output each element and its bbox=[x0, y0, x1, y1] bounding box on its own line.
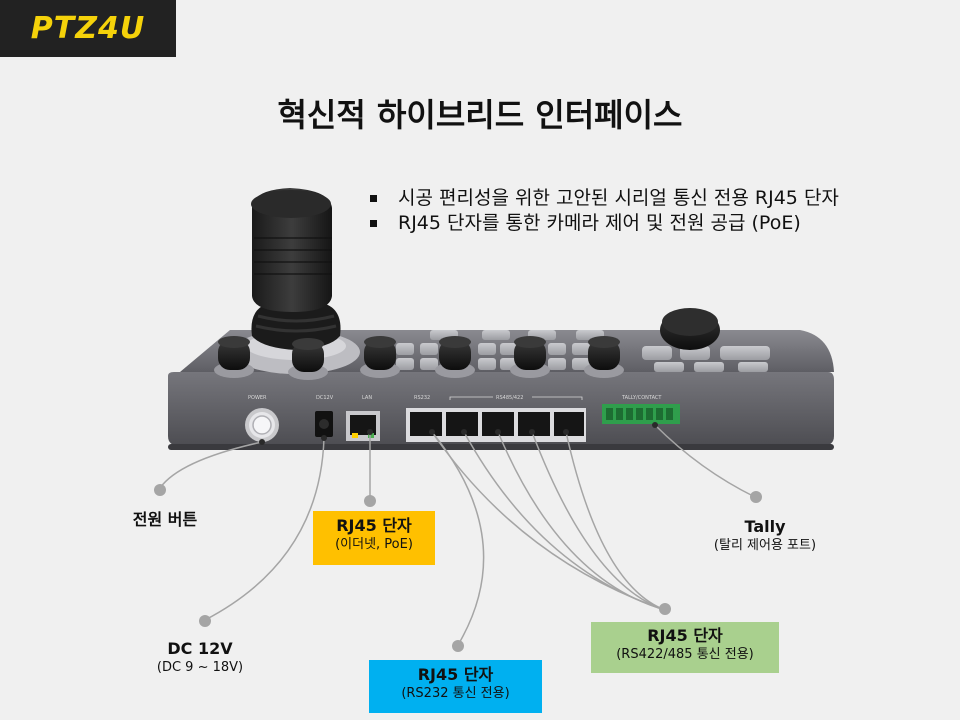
callout-subtitle: (DC 9 ~ 18V) bbox=[156, 660, 244, 675]
rs-port-group bbox=[406, 408, 586, 442]
callout-tally: Tally (탈리 제어용 포트) bbox=[690, 517, 840, 554]
brand-logo: PTZ4U bbox=[0, 0, 176, 57]
callout-rs232-rj45: RJ45 단자 (RS232 통신 전용) bbox=[369, 660, 542, 713]
dc-jack-port bbox=[315, 411, 333, 437]
callout-subtitle: (RS422/485 통신 전용) bbox=[616, 647, 754, 662]
power-button-port bbox=[245, 408, 279, 442]
callout-power-button: 전원 버튼 bbox=[100, 510, 230, 530]
bullet-square-icon bbox=[370, 220, 377, 227]
port-endpoint-dots bbox=[259, 422, 658, 445]
callout-title: DC 12V bbox=[167, 639, 233, 658]
callout-subtitle: (탈리 제어용 포트) bbox=[713, 538, 817, 553]
callout-dc-12v: DC 12V (DC 9 ~ 18V) bbox=[130, 639, 270, 676]
panel-label-power: POWER bbox=[248, 395, 267, 401]
callout-dots bbox=[154, 484, 762, 652]
panel-label-tally: TALLY/CONTACT bbox=[621, 395, 662, 401]
feature-bullet-2: RJ45 단자를 통한 카메라 제어 및 전원 공급 (PoE) bbox=[368, 211, 839, 236]
callout-subtitle: (RS232 통신 전용) bbox=[401, 686, 510, 701]
tally-terminal-port bbox=[602, 404, 680, 424]
bullet-square-icon bbox=[370, 195, 377, 202]
callout-subtitle: (이더넷, PoE) bbox=[335, 537, 413, 552]
feature-bullet-text: RJ45 단자를 통한 카메라 제어 및 전원 공급 (PoE) bbox=[398, 212, 801, 234]
callout-rs422-rj45: RJ45 단자 (RS422/485 통신 전용) bbox=[591, 622, 779, 673]
callout-title: Tally bbox=[744, 517, 786, 536]
panel-label-rs232: RS232 bbox=[414, 395, 430, 401]
callout-leader-lines bbox=[159, 424, 756, 646]
callout-lan-rj45: RJ45 단자 (이더넷, PoE) bbox=[313, 511, 435, 565]
callout-title: RJ45 단자 bbox=[647, 626, 723, 645]
callout-title: RJ45 단자 bbox=[336, 516, 412, 535]
callout-title: 전원 버튼 bbox=[132, 510, 198, 529]
joystick-boot bbox=[251, 302, 341, 350]
lan-port bbox=[346, 411, 380, 441]
panel-label-dc12v: DC12V bbox=[316, 395, 334, 401]
feature-bullet-text: 시공 편리성을 위한 고안된 시리얼 통신 전용 RJ45 단자 bbox=[398, 187, 839, 209]
slide-title: 혁신적 하이브리드 인터페이스 bbox=[277, 96, 683, 134]
feature-bullet-1: 시공 편리성을 위한 고안된 시리얼 통신 전용 RJ45 단자 bbox=[368, 186, 839, 211]
rotary-knobs bbox=[214, 336, 624, 380]
feature-bullet-list: 시공 편리성을 위한 고안된 시리얼 통신 전용 RJ45 단자 RJ45 단자… bbox=[368, 186, 839, 236]
brand-logo-text: PTZ4U bbox=[30, 11, 146, 46]
callout-title: RJ45 단자 bbox=[417, 665, 494, 684]
panel-label-lan: LAN bbox=[362, 395, 372, 401]
panel-label-rs485: RS485/422 bbox=[496, 395, 523, 401]
